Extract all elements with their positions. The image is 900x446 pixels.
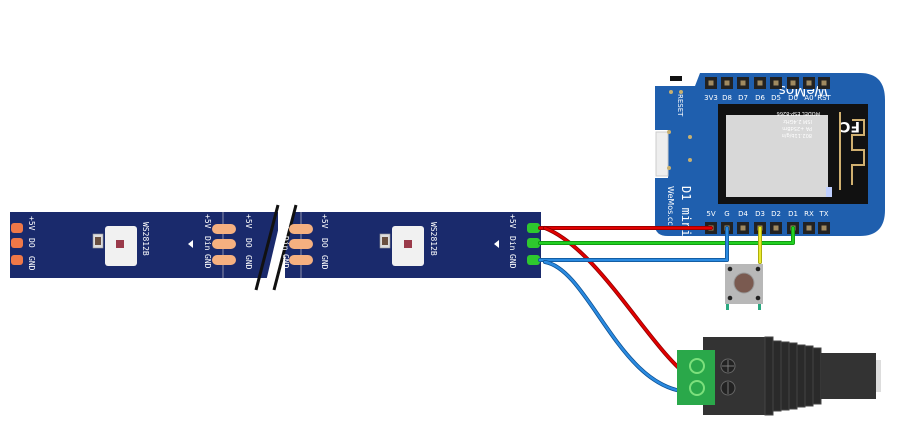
- pin-contact: [806, 225, 812, 231]
- right-end-pads: +5V Din GND: [494, 214, 540, 269]
- break-line: [254, 204, 280, 291]
- module-text: ISM 2.4GHz: [783, 118, 812, 124]
- strip-break: [264, 205, 296, 290]
- pin-contact: [740, 80, 746, 86]
- pin-label: G: [724, 210, 729, 218]
- antenna: [839, 112, 865, 190]
- board-name: D1 mini: [679, 186, 693, 237]
- pad-din[interactable]: [527, 238, 540, 248]
- pin-label: Din: [508, 236, 517, 251]
- pad[interactable]: [289, 239, 313, 249]
- pin-label: D6: [755, 94, 765, 102]
- pin-label: +5V: [203, 214, 212, 229]
- pin-contact: [806, 80, 812, 86]
- pin-label: +5V: [281, 214, 290, 229]
- led-1: WS2812B: [92, 222, 150, 266]
- direction-arrow: [494, 240, 499, 248]
- barrel: [821, 353, 876, 399]
- pin-label: RST: [817, 94, 831, 102]
- pin-label: GND: [244, 255, 253, 270]
- pin-label: DO: [244, 238, 253, 248]
- direction-arrow: [188, 240, 193, 248]
- pin-contact: [724, 80, 730, 86]
- pin-label: GND: [281, 254, 290, 269]
- usb-port: [655, 131, 669, 177]
- wire-5v-jack[interactable]: [543, 226, 694, 381]
- led: [826, 187, 832, 197]
- button-cap[interactable]: [733, 272, 755, 294]
- pin-contact: [790, 80, 796, 86]
- d1-mini-board: RESET D1 mini WeMos.cc 802.11b/g/n PA +2…: [655, 73, 885, 237]
- pad[interactable]: [212, 224, 236, 234]
- pad[interactable]: [212, 255, 236, 265]
- segment1-joint: +5V Din GND +5V DO GND: [188, 214, 253, 270]
- wires: [538, 226, 795, 394]
- reset-label: RESET: [676, 94, 684, 117]
- pin-label: +5V: [508, 214, 517, 229]
- segment2-joint: +5V Din GND +5V DO GND: [281, 214, 329, 270]
- pin-label: +5V: [244, 214, 253, 229]
- pin-contact: [740, 225, 746, 231]
- pin-label: A0: [804, 94, 813, 102]
- pin-label: D5: [771, 94, 781, 102]
- pin-contact: [773, 80, 779, 86]
- pin-label: TX: [818, 210, 828, 218]
- pin-label: +5V: [27, 216, 36, 231]
- pin-label: +5V: [320, 214, 329, 229]
- pin-label: GND: [27, 256, 36, 271]
- pin-label: DO: [27, 238, 36, 248]
- chip-label: WS2812B: [141, 222, 150, 256]
- break-line: [272, 204, 298, 291]
- pin-label: Din: [203, 236, 212, 251]
- pin-label: D3: [755, 210, 765, 218]
- pin-label: D4: [738, 210, 748, 218]
- wire-gnd-jack[interactable]: [543, 260, 694, 394]
- pin-label: D0: [788, 94, 798, 102]
- pin-label: 5V: [706, 210, 715, 218]
- pin-label: GND: [203, 254, 212, 269]
- pin-label: DO: [320, 238, 329, 248]
- barrel-tip: [876, 360, 881, 392]
- pin-label: GND: [320, 255, 329, 270]
- pad[interactable]: [11, 238, 23, 248]
- terminal-minus[interactable]: [689, 380, 705, 396]
- pin-label: 3V3: [704, 94, 718, 102]
- terminal-plus[interactable]: [689, 358, 705, 374]
- module-text: MODEL ESP-8266: [777, 110, 820, 116]
- pin-label: GND: [508, 254, 517, 269]
- push-button[interactable]: [725, 264, 763, 310]
- pad[interactable]: [11, 223, 23, 233]
- led-strip: +5V DO GND WS2812B +5V Din GND +5V DO GN…: [10, 204, 541, 291]
- pad-gnd[interactable]: [527, 255, 540, 265]
- left-end-pads: +5V DO GND: [11, 216, 36, 271]
- pad-5v[interactable]: [527, 223, 540, 233]
- pad[interactable]: [11, 255, 23, 265]
- pin-label: D8: [722, 94, 732, 102]
- pad[interactable]: [289, 224, 313, 234]
- top-pin-header: 3V3 D8 D7 D6 D5 D0 A0 RST: [704, 77, 832, 102]
- pad[interactable]: [212, 239, 236, 249]
- pad[interactable]: [289, 255, 313, 265]
- pin-label: D1: [788, 210, 798, 218]
- pin-contact: [773, 225, 779, 231]
- pin-label: D2: [771, 210, 781, 218]
- pin-label: Din: [281, 236, 290, 251]
- pin-contact: [821, 80, 827, 86]
- pin-label: D7: [738, 94, 748, 102]
- pin-contact: [708, 80, 714, 86]
- pin-label: RX: [804, 210, 814, 218]
- chip-label: WS2812B: [429, 222, 438, 256]
- pin-contact: [821, 225, 827, 231]
- dc-jack: [677, 336, 881, 416]
- module-text: 802.11b/g/n: [782, 132, 812, 138]
- fc-logo: FC: [840, 118, 860, 134]
- board-brand: WeMos.cc: [666, 186, 675, 226]
- esp-shield: [726, 115, 828, 197]
- pin-contact: [757, 80, 763, 86]
- reset-button[interactable]: [670, 76, 682, 81]
- module-text: PA +25dBm: [782, 125, 812, 131]
- led-2: WS2812B: [379, 222, 438, 266]
